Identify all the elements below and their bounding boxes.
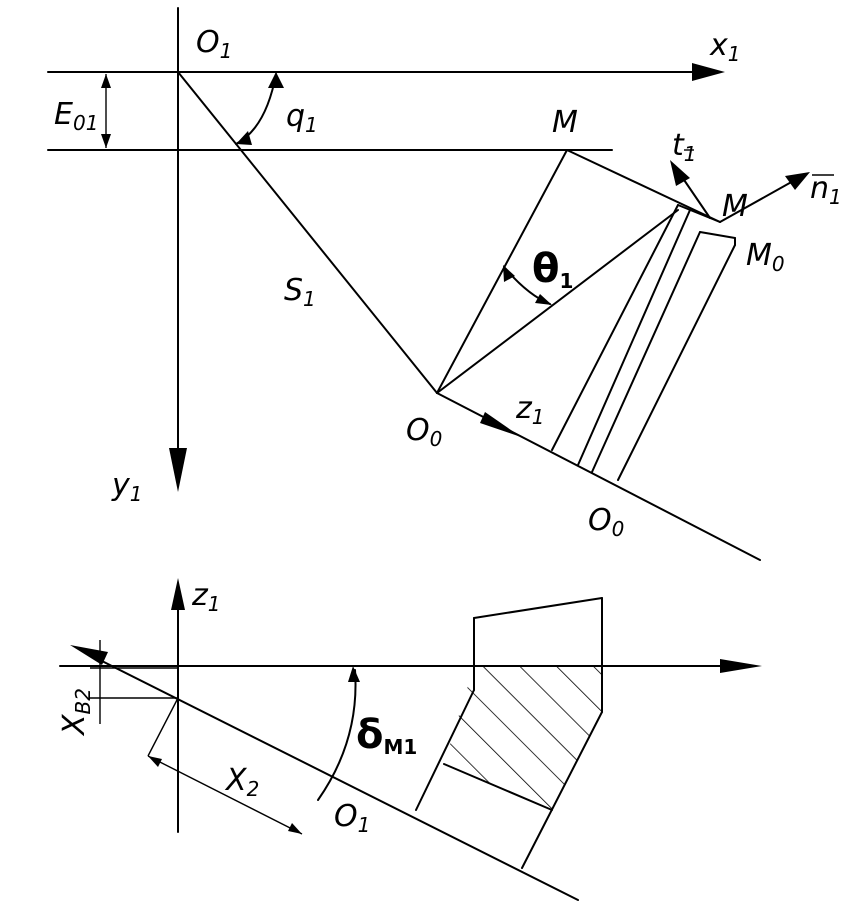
s1-line bbox=[177, 71, 438, 394]
m-right-label: M bbox=[722, 189, 748, 224]
e01-arrow-top bbox=[101, 74, 111, 88]
tool-top-edge bbox=[566, 149, 721, 223]
m0-label: M0 bbox=[746, 238, 785, 276]
e01-label: E01 bbox=[54, 97, 98, 135]
theta-arc-arrow-a bbox=[503, 265, 515, 282]
tooth-left-flank bbox=[415, 689, 475, 811]
t1-vector bbox=[679, 173, 711, 219]
y1-label: y1 bbox=[111, 468, 143, 506]
delta-arc-arrow bbox=[348, 666, 360, 682]
s1-label: S1 bbox=[284, 273, 316, 311]
q1-arc-arrow-bottom bbox=[236, 131, 252, 145]
o1-side-label: O1 bbox=[334, 799, 370, 837]
o0-m-line bbox=[436, 209, 679, 394]
n1-vector bbox=[719, 179, 796, 223]
xb2-label: XB2 bbox=[57, 688, 95, 737]
t1-label: t1 bbox=[672, 128, 697, 166]
theta1-label: θ1 bbox=[532, 246, 573, 293]
q1-arc-arrow-top bbox=[268, 72, 284, 88]
x2-arrow-left bbox=[148, 756, 162, 767]
y1-axis-arrowhead bbox=[169, 448, 187, 492]
x1-label: x1 bbox=[709, 28, 741, 66]
x2-dimension-line bbox=[147, 755, 303, 835]
cutter-top-cap bbox=[677, 204, 721, 223]
theta-arc-arrow-b bbox=[535, 294, 552, 305]
z1-axis-arrowhead bbox=[171, 578, 185, 610]
o0-right-label: O0 bbox=[588, 503, 624, 541]
z1-side-label: z1 bbox=[191, 578, 220, 616]
tooth-right-flank bbox=[521, 711, 603, 869]
n1-arrowhead bbox=[785, 172, 810, 190]
hatch-bottom-edge bbox=[443, 763, 553, 811]
inclined-axis-arrowhead bbox=[70, 645, 108, 665]
delta-angle-arc bbox=[317, 669, 357, 801]
side-view: z1 XB2 X2 O1 δM1 bbox=[57, 578, 762, 901]
e01-arrow-bottom bbox=[101, 134, 111, 148]
z1-top-label: z1 bbox=[515, 391, 544, 429]
cutter-line-1 bbox=[551, 204, 679, 451]
tooth-top-edge bbox=[473, 597, 603, 619]
z1-top-arrowhead bbox=[480, 412, 521, 437]
cutter-line-2 bbox=[577, 209, 691, 466]
m-top-label: M bbox=[552, 105, 578, 140]
cutter-line-3 bbox=[591, 231, 701, 473]
o0-left-label: O0 bbox=[406, 413, 442, 451]
horizontal-axis-arrowhead bbox=[720, 659, 762, 673]
hatched-tooth-section bbox=[444, 666, 602, 810]
delta-m1-label: δM1 bbox=[356, 712, 417, 759]
x2-ext-left bbox=[147, 697, 179, 757]
t1-arrowhead bbox=[670, 160, 690, 186]
top-view: O1 x1 y1 E01 q1 S1 M M M0 θ1 t1 n1 O0 O0… bbox=[47, 7, 842, 561]
n1-label: n1 bbox=[810, 171, 842, 209]
inclined-axis bbox=[89, 654, 579, 901]
x2-arrow-right bbox=[288, 823, 302, 834]
x2-label: X2 bbox=[224, 763, 259, 801]
q1-label: q1 bbox=[286, 99, 318, 137]
cutter-tip-cap bbox=[699, 231, 736, 239]
cutter-line-4 bbox=[617, 244, 736, 481]
o1-label: O1 bbox=[196, 25, 232, 63]
x1-axis-arrowhead bbox=[692, 63, 725, 81]
tool-left-edge bbox=[436, 149, 568, 394]
